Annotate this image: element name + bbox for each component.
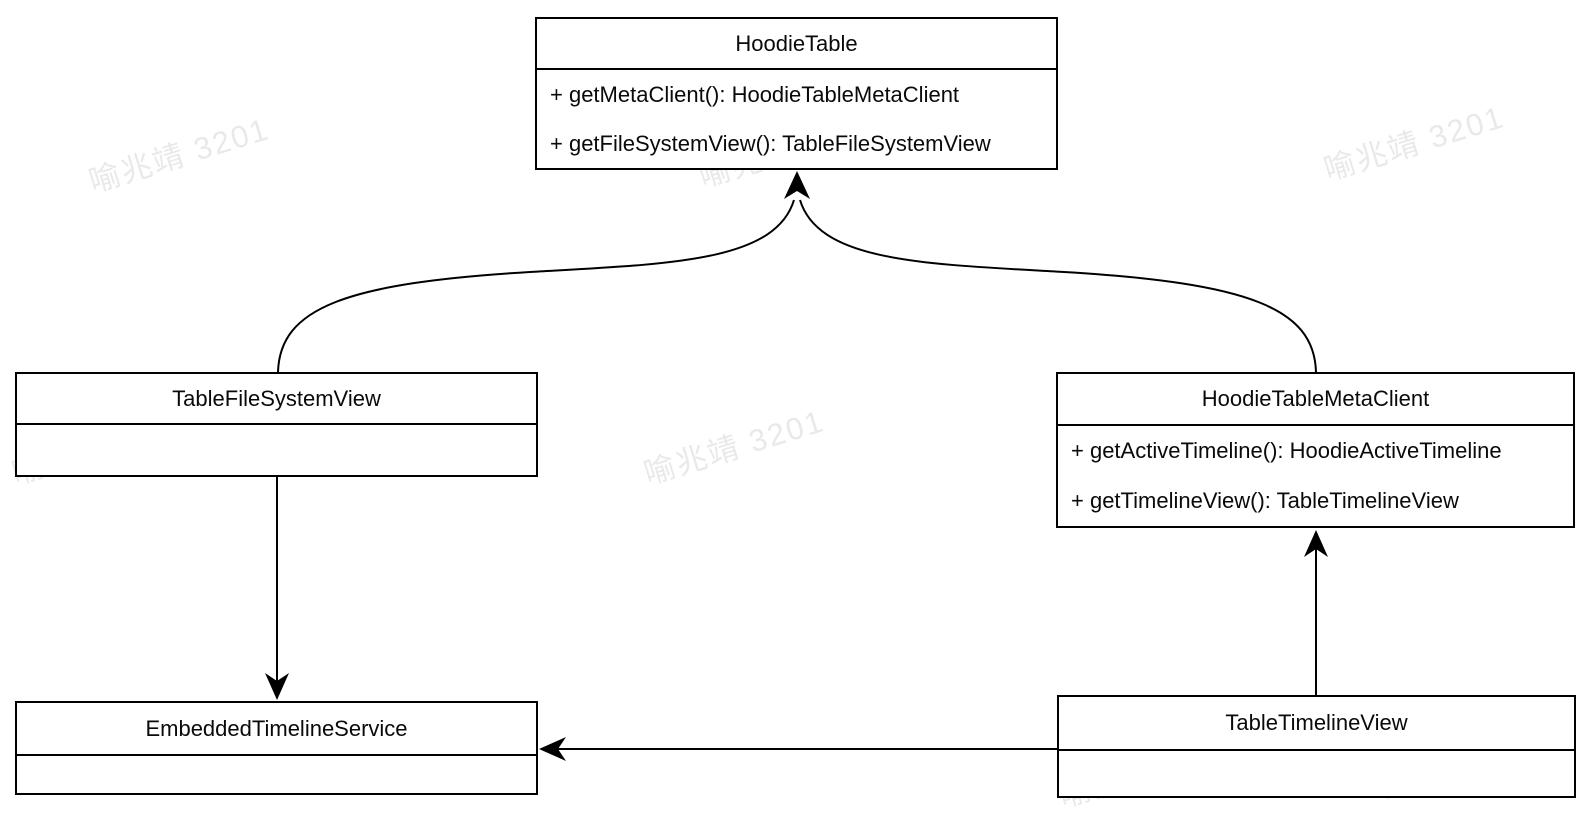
class-methods-hoodie-table: + getMetaClient(): HoodieTableMetaClient…	[537, 70, 1056, 168]
edge-metaclient-to-hoodietable	[799, 199, 1317, 373]
method-get-timeline-view: + getTimelineView(): TableTimelineView	[1071, 488, 1459, 513]
arrowhead-up-hoodietable	[784, 171, 810, 199]
method-get-meta-client: + getMetaClient(): HoodieTableMetaClient	[550, 81, 960, 107]
class-box-table-file-system-view: TableFileSystemView	[15, 372, 538, 477]
watermark-text: 喻兆靖 3201	[1319, 99, 1509, 188]
watermark-text: 喻兆靖 3201	[639, 403, 829, 492]
class-name-embedded-timeline-service: EmbeddedTimelineService	[17, 703, 536, 756]
edge-tablefsv-to-hoodietable	[277, 199, 795, 373]
class-box-table-timeline-view: TableTimelineView	[1057, 695, 1576, 798]
class-box-hoodie-table-meta-client: HoodieTableMetaClient + getActiveTimelin…	[1056, 372, 1575, 528]
arrowhead-up-metaclient	[1304, 530, 1328, 557]
class-name-table-timeline-view: TableTimelineView	[1059, 697, 1574, 751]
class-methods-hoodie-table-meta-client: + getActiveTimeline(): HoodieActiveTimel…	[1058, 426, 1573, 526]
method-get-active-timeline: + getActiveTimeline(): HoodieActiveTimel…	[1071, 438, 1502, 463]
arrowhead-down-embedded	[265, 673, 289, 700]
watermark-text: 喻兆靖 3201	[84, 111, 274, 200]
class-name-hoodie-table: HoodieTable	[537, 19, 1056, 70]
class-name-table-file-system-view: TableFileSystemView	[17, 374, 536, 425]
class-box-hoodie-table: HoodieTable + getMetaClient(): HoodieTab…	[535, 17, 1058, 170]
class-box-embedded-timeline-service: EmbeddedTimelineService	[15, 701, 538, 795]
method-get-file-system-view: + getFileSystemView(): TableFileSystemVi…	[550, 130, 991, 156]
arrowhead-left-embedded	[539, 737, 566, 761]
class-name-hoodie-table-meta-client: HoodieTableMetaClient	[1058, 374, 1573, 426]
